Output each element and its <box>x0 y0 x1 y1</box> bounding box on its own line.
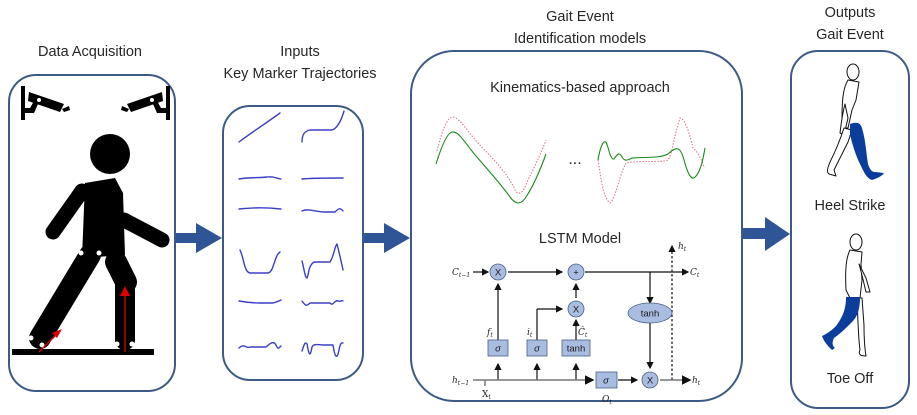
svg-text:Xt: Xt <box>482 390 491 401</box>
candidate-label: Ĉ <box>578 326 585 338</box>
gate-label: σ <box>603 376 610 387</box>
models-panel <box>410 50 743 402</box>
svg-text:Ot: Ot <box>602 395 612 406</box>
trajectory-1 <box>238 112 281 143</box>
models-title: Gait Event Identification models <box>480 8 680 49</box>
markers <box>28 250 135 348</box>
trajectory-10 <box>301 300 344 306</box>
subscript: t <box>697 272 700 279</box>
svg-text:ht−1: ht−1 <box>452 376 469 387</box>
svg-text:Ĉt: Ĉt <box>578 326 588 339</box>
title-line: Gait Event <box>816 27 884 43</box>
tanh-cell-node <box>627 302 673 324</box>
lstm-title: LSTM Model <box>538 231 622 247</box>
svg-text:ht: ht <box>692 376 701 387</box>
forget-gate <box>487 339 509 357</box>
outputs-panel <box>790 50 910 409</box>
h-prev-label: h <box>452 376 458 386</box>
title-line: Key Marker Trajectories <box>223 66 377 82</box>
svg-text:ht: ht <box>678 242 687 253</box>
forget-mult-node <box>489 263 507 281</box>
inputs-title: Inputs Key Marker Trajectories <box>200 43 400 84</box>
candidate-gate <box>561 339 591 357</box>
c-prev-label: C <box>452 268 459 278</box>
input-gate <box>526 339 548 357</box>
op-label: X <box>647 376 654 387</box>
trajectory-12 <box>301 342 344 357</box>
outputs-title: Outputs Gait Event <box>800 4 900 45</box>
subscript: t <box>585 332 588 339</box>
gate-label: tanh <box>567 344 586 355</box>
subscript: t <box>488 394 491 401</box>
trajectory-9 <box>238 299 282 304</box>
subscript: t <box>490 332 493 339</box>
event-heel-strike: Heel Strike <box>814 198 886 214</box>
input-mult-node <box>567 300 585 318</box>
kinematics-title: Kinematics-based approach <box>490 80 670 96</box>
x-input-label: X <box>482 390 489 400</box>
gate-label: σ <box>495 344 502 355</box>
trajectory-3 <box>238 176 282 180</box>
curve-1-green <box>435 131 547 204</box>
h-next-label: h <box>692 376 698 386</box>
title-line: Gait Event <box>546 9 614 25</box>
svg-text:ft: ft <box>486 328 493 339</box>
svg-text:Ct−1: Ct−1 <box>452 268 470 279</box>
toe-off-figure-icon <box>822 233 871 357</box>
ellipsis: ... <box>568 151 582 168</box>
data-acquisition-title: Data Acquisition <box>10 43 170 62</box>
output-gate <box>595 371 618 389</box>
camera-right-icon <box>121 86 170 120</box>
subscript: t−1 <box>459 272 470 279</box>
inputs-panel <box>222 105 364 381</box>
op-label: + <box>573 268 579 279</box>
title-line: Inputs <box>280 44 320 60</box>
trajectory-5 <box>238 207 282 210</box>
trajectory-11 <box>238 341 282 349</box>
subscript: t <box>698 380 701 387</box>
trajectory-6 <box>301 208 344 213</box>
title-line: Data Acquisition <box>38 44 142 60</box>
flow-arrow-1 <box>176 223 222 253</box>
curve-2-green <box>597 141 706 179</box>
trajectory-7 <box>239 249 281 274</box>
title-line: Identification models <box>513 31 647 47</box>
svg-text:it: it <box>527 328 533 339</box>
curve-2-red <box>597 117 705 204</box>
input-label: i <box>527 328 530 338</box>
subscript: t−1 <box>458 380 469 387</box>
trajectory-4 <box>301 177 344 180</box>
flow-arrow-2 <box>364 223 410 253</box>
title-line: Outputs <box>824 5 876 21</box>
subscript: t <box>530 332 533 339</box>
c-next-label: C <box>690 268 697 278</box>
output-mult-node <box>641 371 659 389</box>
h-top-label: h <box>678 242 684 252</box>
marker-vector-arrows <box>38 286 130 353</box>
subscript: t <box>684 246 687 253</box>
cell-add-node <box>567 263 585 281</box>
trajectory-8 <box>301 243 344 279</box>
event-toe-off: Toe Off <box>826 371 874 387</box>
op-label: X <box>495 268 502 279</box>
svg-text:Ct: Ct <box>690 268 700 279</box>
output-label: O <box>602 395 610 405</box>
camera-left-icon <box>21 86 70 120</box>
op-label: tanh <box>641 309 660 320</box>
flow-arrow-3 <box>743 217 790 251</box>
heel-strike-figure-icon <box>827 63 884 180</box>
subscript: t <box>609 399 612 406</box>
forget-label: f <box>486 328 492 338</box>
trajectory-2 <box>301 110 345 143</box>
gate-label: σ <box>534 344 541 355</box>
op-label: X <box>573 305 580 316</box>
